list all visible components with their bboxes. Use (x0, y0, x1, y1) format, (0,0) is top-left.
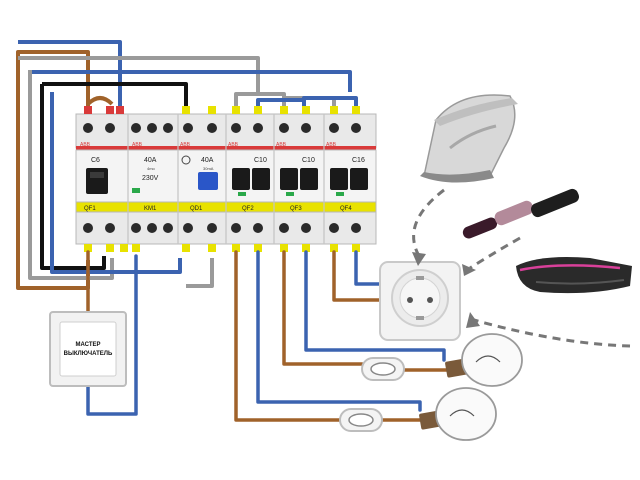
qd1-sub: 30mA (203, 166, 214, 171)
feed-wire-grey-2 (28, 70, 114, 280)
feed-wire-grey-tail (186, 258, 214, 288)
arrow-straightener-to-socket (473, 318, 631, 348)
master-switch: МАСТЕР ВЫКЛЮЧАТЕЛЬ (49, 311, 127, 387)
qf1-toggle (86, 168, 108, 194)
terminal-screws-top (83, 123, 361, 133)
qf4-label: QF4 (340, 206, 352, 212)
breaker-panel (75, 113, 377, 245)
qf1-brand: ABB (80, 142, 91, 148)
qf4-brand: ABB (326, 142, 337, 148)
light-bulb-1 (445, 333, 523, 387)
wire-lamp2-blue (256, 250, 422, 412)
qf1-label: QF1 (84, 206, 96, 212)
arrow-heads (412, 252, 480, 328)
light-bulb-2 (419, 387, 497, 441)
feed-wire-blue-3 (50, 92, 182, 274)
feed-wire-grey-1 (18, 56, 260, 92)
qf2-brand: ABB (228, 142, 239, 148)
km1-brand: ABB (132, 142, 143, 148)
qd1-brand: ABB (180, 142, 191, 148)
wire-ferrules (84, 106, 360, 252)
feed-wire-black (42, 82, 188, 112)
km1-indicator (132, 188, 140, 193)
master-switch-label-2: ВЫКЛЮЧАТЕЛЬ (64, 351, 113, 357)
module-fronts (86, 155, 368, 196)
qd1-rating: 40A (201, 157, 214, 164)
module-labels: ABB C6 QF1 ABB 40A 4mo 230V KM1 ABB 40A … (80, 142, 365, 212)
qf3-brand: ABB (276, 142, 287, 148)
qf3-label: QF3 (290, 206, 302, 212)
qf2-label: QF2 (242, 206, 254, 212)
wire-lamp1-brown (282, 250, 364, 366)
hair-straightener (516, 257, 632, 294)
feed-wire-blue-jump2 (302, 96, 358, 112)
qf3-rating: C10 (302, 157, 315, 164)
feed-wire-brown-loop (86, 96, 114, 112)
km1-label: KM1 (144, 206, 157, 212)
km1-rating: 40A (144, 157, 157, 164)
qf3-toggle-b (300, 168, 318, 190)
km1-voltage: 230V (142, 175, 159, 182)
qd1-logo (181, 155, 191, 165)
feed-wires (16, 40, 358, 290)
power-socket (379, 261, 461, 341)
outgoing-wires (86, 250, 450, 422)
km1-sub: 4mo (147, 166, 156, 171)
qf4-toggle-b (350, 168, 368, 190)
qf2-rating: C10 (254, 157, 267, 164)
wire-socket-brown (332, 250, 382, 302)
master-switch-label-1: МАСТЕР (75, 342, 100, 348)
qf2-toggle-b (252, 168, 270, 190)
qf4-toggle-a (330, 168, 348, 190)
terminal-screws-bottom (83, 223, 361, 233)
qd1-label: QD1 (190, 206, 203, 212)
wire-socket-blue (354, 250, 382, 286)
qd1-test-button (198, 172, 218, 190)
curling-iron (462, 188, 579, 239)
feed-wire-blue-outer (18, 40, 122, 112)
wire-lamp2-brown (234, 250, 342, 422)
wire-lamp1-blue (304, 250, 446, 362)
light-switch-2 (339, 408, 383, 432)
iron-appliance (420, 94, 518, 183)
dashed-arrows (412, 188, 631, 348)
light-switch-1 (361, 357, 405, 381)
arrow-iron-to-socket (412, 188, 445, 255)
feed-wire-blue-2 (30, 70, 352, 92)
qf1-rating: C6 (91, 157, 100, 164)
qf2-toggle-a (232, 168, 250, 190)
arrow-curler-to-socket (469, 236, 521, 270)
qf3-toggle-a (280, 168, 298, 190)
wire-from-master-switch-blue (86, 254, 138, 416)
feed-wire-black-down (40, 84, 106, 270)
qf4-rating: C16 (352, 157, 365, 164)
